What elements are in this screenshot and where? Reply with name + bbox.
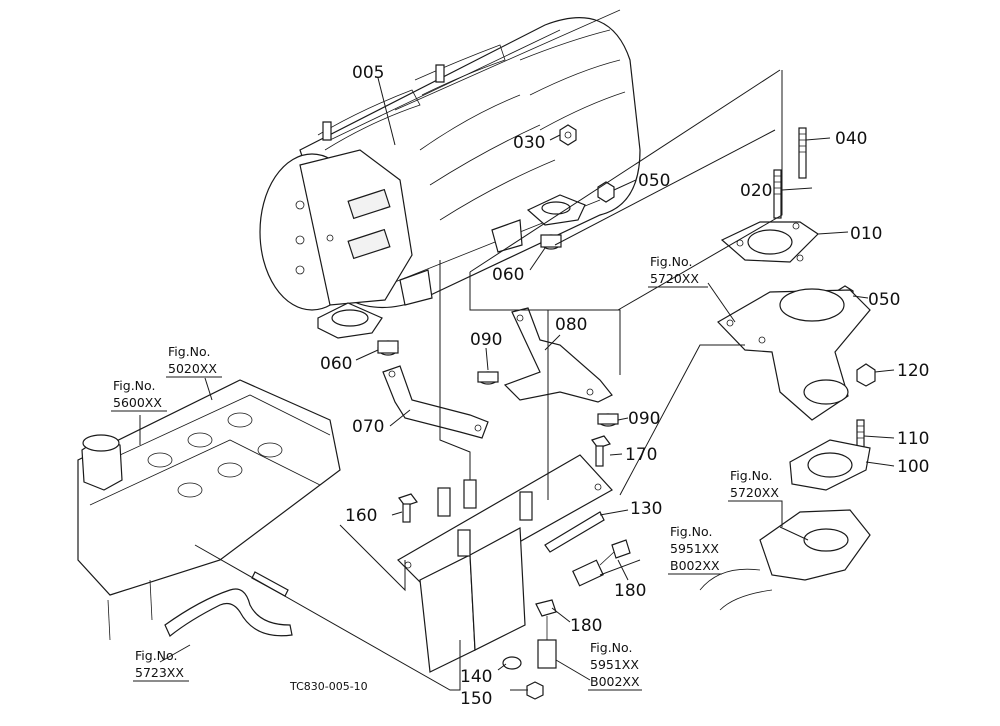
part-180-clip-upper (611, 539, 631, 559)
fig-ref-5951-upper-number: 5951XX (670, 541, 719, 556)
fig-ref-5600-number: 5600XX (113, 395, 162, 410)
part-020-stud (773, 169, 782, 219)
callout-050-right: 050 (868, 290, 900, 310)
part-060-bolt-left (377, 340, 399, 356)
part-090-bolt-right (597, 413, 619, 427)
fig-ref-5723-title: Fig.No. (135, 648, 177, 663)
callout-110: 110 (897, 429, 929, 449)
drawing-code: TC830-005-10 (289, 680, 368, 693)
fig-ref-5951-lower-number: 5951XX (590, 657, 639, 672)
callout-130: 130 (630, 499, 662, 519)
sensor-connector-lower (537, 616, 557, 669)
callout-040: 040 (835, 129, 867, 149)
fig-ref-5020-number: 5020XX (168, 361, 217, 376)
callout-150: 150 (460, 689, 492, 709)
muffler-assembly (259, 9, 641, 339)
callout-labels: 005 010 020 030 040 050 050 060 060 070 … (320, 63, 929, 709)
callout-180-lower: 180 (570, 616, 602, 636)
part-100-gasket (789, 439, 871, 491)
callout-070: 070 (352, 417, 384, 437)
fig-ref-5020: Fig.No. 5020XX (166, 344, 222, 378)
figure-references: Fig.No. 5020XX Fig.No. 5600XX Fig.No. 57… (111, 254, 783, 691)
exhaust-manifold-lower (699, 509, 871, 611)
part-180-clip-lower (535, 599, 557, 617)
fig-ref-5720-upper-title: Fig.No. (650, 254, 692, 269)
callout-005: 005 (352, 63, 384, 83)
part-040-stud (798, 127, 807, 179)
part-130-plate (397, 454, 613, 673)
engine-cylinder-head (77, 379, 341, 641)
fig-ref-5720-lower-number: 5720XX (730, 485, 779, 500)
part-070-bracket (382, 365, 489, 439)
part-030-nut (559, 124, 577, 146)
fig-ref-5723-number: 5723XX (135, 665, 184, 680)
part-160-bolt (398, 493, 418, 523)
fig-ref-5720-lower-title: Fig.No. (730, 468, 772, 483)
callout-180-right: 180 (614, 581, 646, 601)
fig-ref-5723: Fig.No. 5723XX (133, 648, 189, 682)
callout-120: 120 (897, 361, 929, 381)
fig-ref-5951-upper-title: Fig.No. (670, 524, 712, 539)
callout-090-left: 090 (470, 330, 502, 350)
callout-140: 140 (460, 667, 492, 687)
fig-ref-5600-title: Fig.No. (113, 378, 155, 393)
callout-050-upper: 050 (638, 171, 670, 191)
part-170-bolt (591, 435, 611, 467)
callout-030: 030 (513, 133, 545, 153)
sensor-connector-upper (572, 551, 615, 587)
fitting-stud (251, 571, 289, 597)
fig-ref-5951-lower: Fig.No. 5951XX B002XX (588, 640, 642, 691)
fig-ref-5600: Fig.No. 5600XX (111, 378, 167, 412)
leader-lines (139, 69, 895, 691)
water-hose (164, 588, 293, 637)
callout-160: 160 (345, 506, 377, 526)
callout-010: 010 (850, 224, 882, 244)
part-150-nut (526, 681, 544, 700)
callout-090-right: 090 (628, 409, 660, 429)
part-010-gasket (720, 221, 819, 263)
fig-ref-5720-upper: Fig.No. 5720XX (648, 254, 708, 288)
callout-100: 100 (897, 457, 929, 477)
callout-080: 080 (555, 315, 587, 335)
fig-ref-5951-lower-code: B002XX (590, 674, 640, 689)
fig-ref-5020-title: Fig.No. (168, 344, 210, 359)
part-120-nut (856, 363, 876, 387)
part-080-bracket (503, 307, 613, 403)
callout-020: 020 (740, 181, 772, 201)
part-060-bolt-upper (540, 234, 562, 250)
fig-ref-5951-upper-code: B002XX (670, 558, 720, 573)
fig-ref-5951-upper: Fig.No. 5951XX B002XX (668, 524, 722, 575)
fig-ref-5951-lower-title: Fig.No. (590, 640, 632, 655)
callout-060-left: 060 (320, 354, 352, 374)
fig-ref-5720-upper-number: 5720XX (650, 271, 699, 286)
part-140-washer (502, 656, 522, 670)
exhaust-elbow (717, 288, 871, 421)
callout-170: 170 (625, 445, 657, 465)
part-090-bolt-left (477, 371, 499, 385)
fig-ref-5720-lower: Fig.No. 5720XX (728, 468, 783, 527)
part-050-nut-upper (597, 181, 615, 203)
callout-060-upper: 060 (492, 265, 524, 285)
